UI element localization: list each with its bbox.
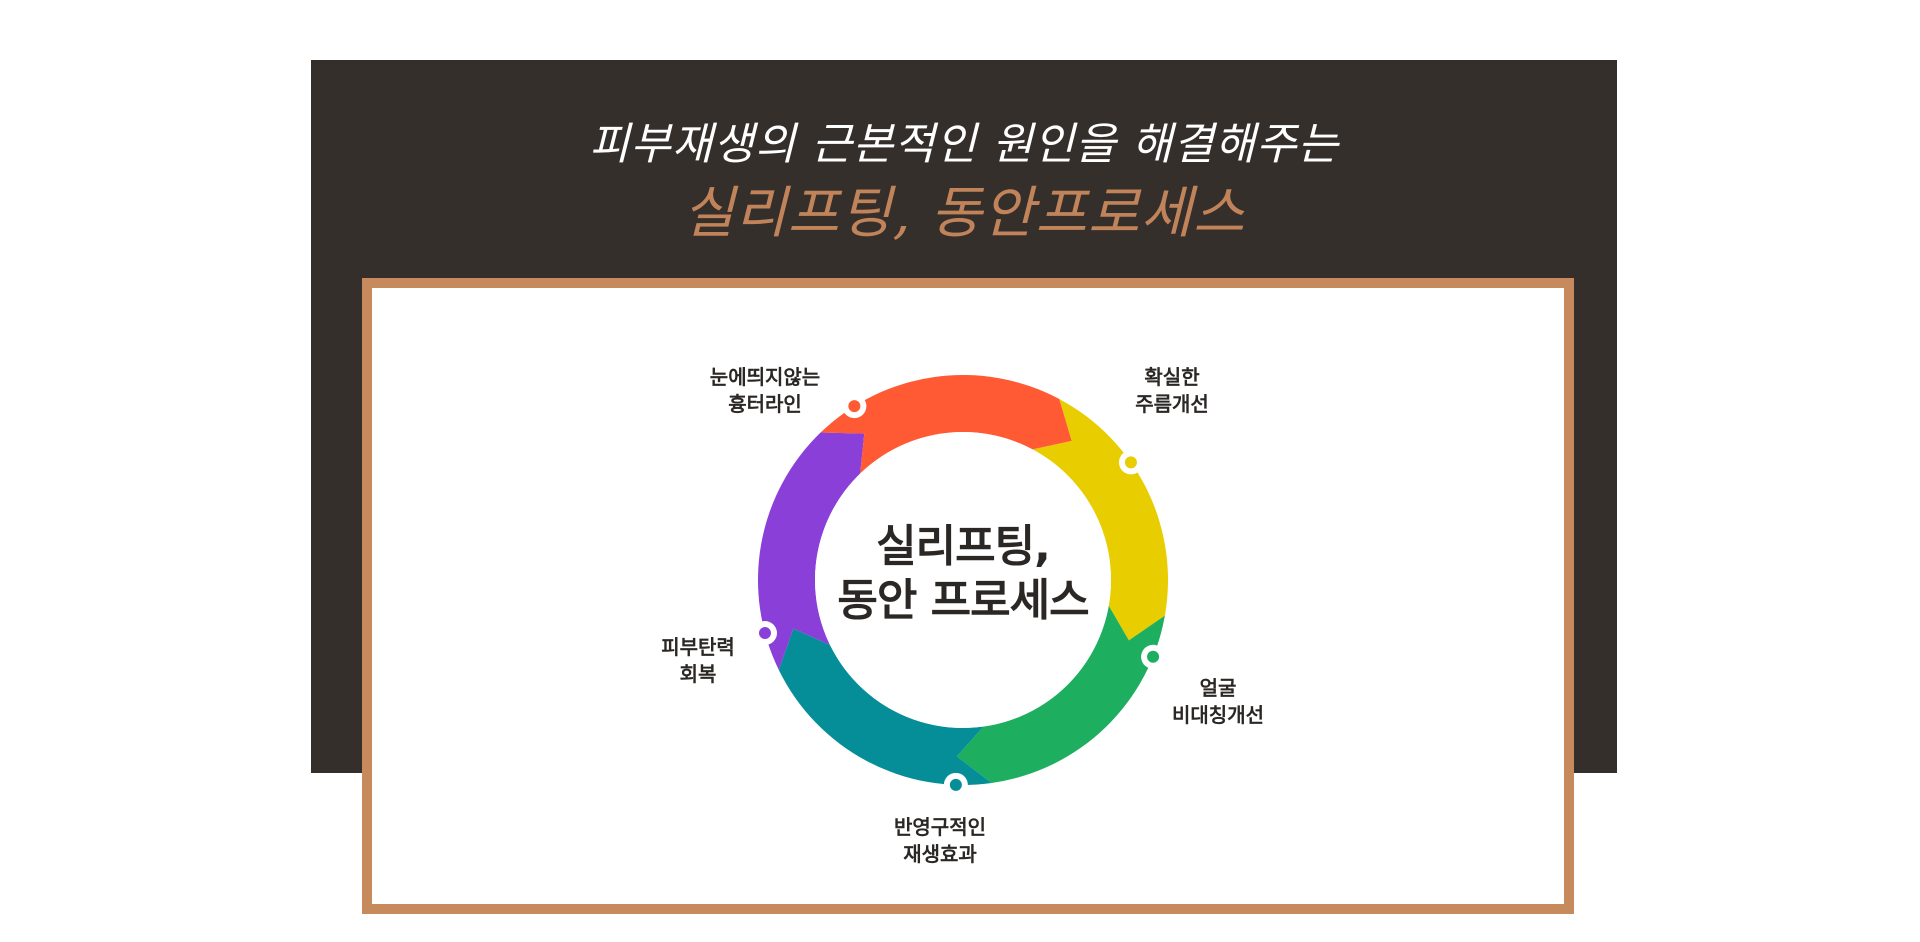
- step-label-regeneration: 반영구적인 재생효과: [840, 814, 1040, 868]
- cycle-dot: [949, 778, 962, 791]
- step-label-line1: 눈에띄지않는: [709, 365, 821, 389]
- cycle-segment: [757, 432, 865, 670]
- headline-subtitle: 피부재생의 근본적인 원인을 해결해주는: [588, 119, 1340, 170]
- step-label-line2: 주름개선: [1135, 392, 1209, 416]
- cycle-dot: [848, 400, 861, 413]
- center-title-line1: 실리프팅,: [876, 521, 1051, 572]
- step-label-elasticity: 피부탄력 회복: [598, 634, 798, 688]
- step-label-scar: 눈에띄지않는 흉터라인: [665, 364, 865, 418]
- step-label-line2: 재생효과: [903, 842, 977, 866]
- center-title: 실리프팅, 동안 프로세스: [813, 520, 1113, 628]
- headline-title: 실리프팅, 동안프로세스: [682, 181, 1246, 246]
- step-label-line2: 회복: [679, 662, 717, 686]
- cycle-segment: [820, 375, 1072, 474]
- cycle-segment: [778, 628, 992, 785]
- cycle-dot: [1147, 650, 1160, 663]
- step-label-asymmetry: 얼굴 비대칭개선: [1118, 675, 1318, 729]
- step-label-line1: 얼굴: [1199, 676, 1237, 700]
- step-label-line2: 흉터라인: [728, 392, 802, 416]
- step-label-line2: 비대칭개선: [1172, 703, 1264, 727]
- cycle-dots: [752, 394, 1166, 797]
- cycle-dot: [1124, 456, 1137, 469]
- step-label-line1: 반영구적인: [894, 815, 986, 839]
- cycle-segment: [956, 605, 1165, 784]
- cycle-dot: [758, 627, 771, 640]
- step-label-line1: 확실한: [1144, 365, 1200, 389]
- step-label-wrinkle: 확실한 주름개선: [1072, 364, 1272, 418]
- step-label-line1: 피부탄력: [661, 635, 735, 659]
- cycle-center: [815, 432, 1111, 728]
- center-title-line2: 동안 프로세스: [837, 575, 1089, 626]
- cycle-segments: [757, 375, 1169, 785]
- cycle-segment: [1032, 398, 1169, 641]
